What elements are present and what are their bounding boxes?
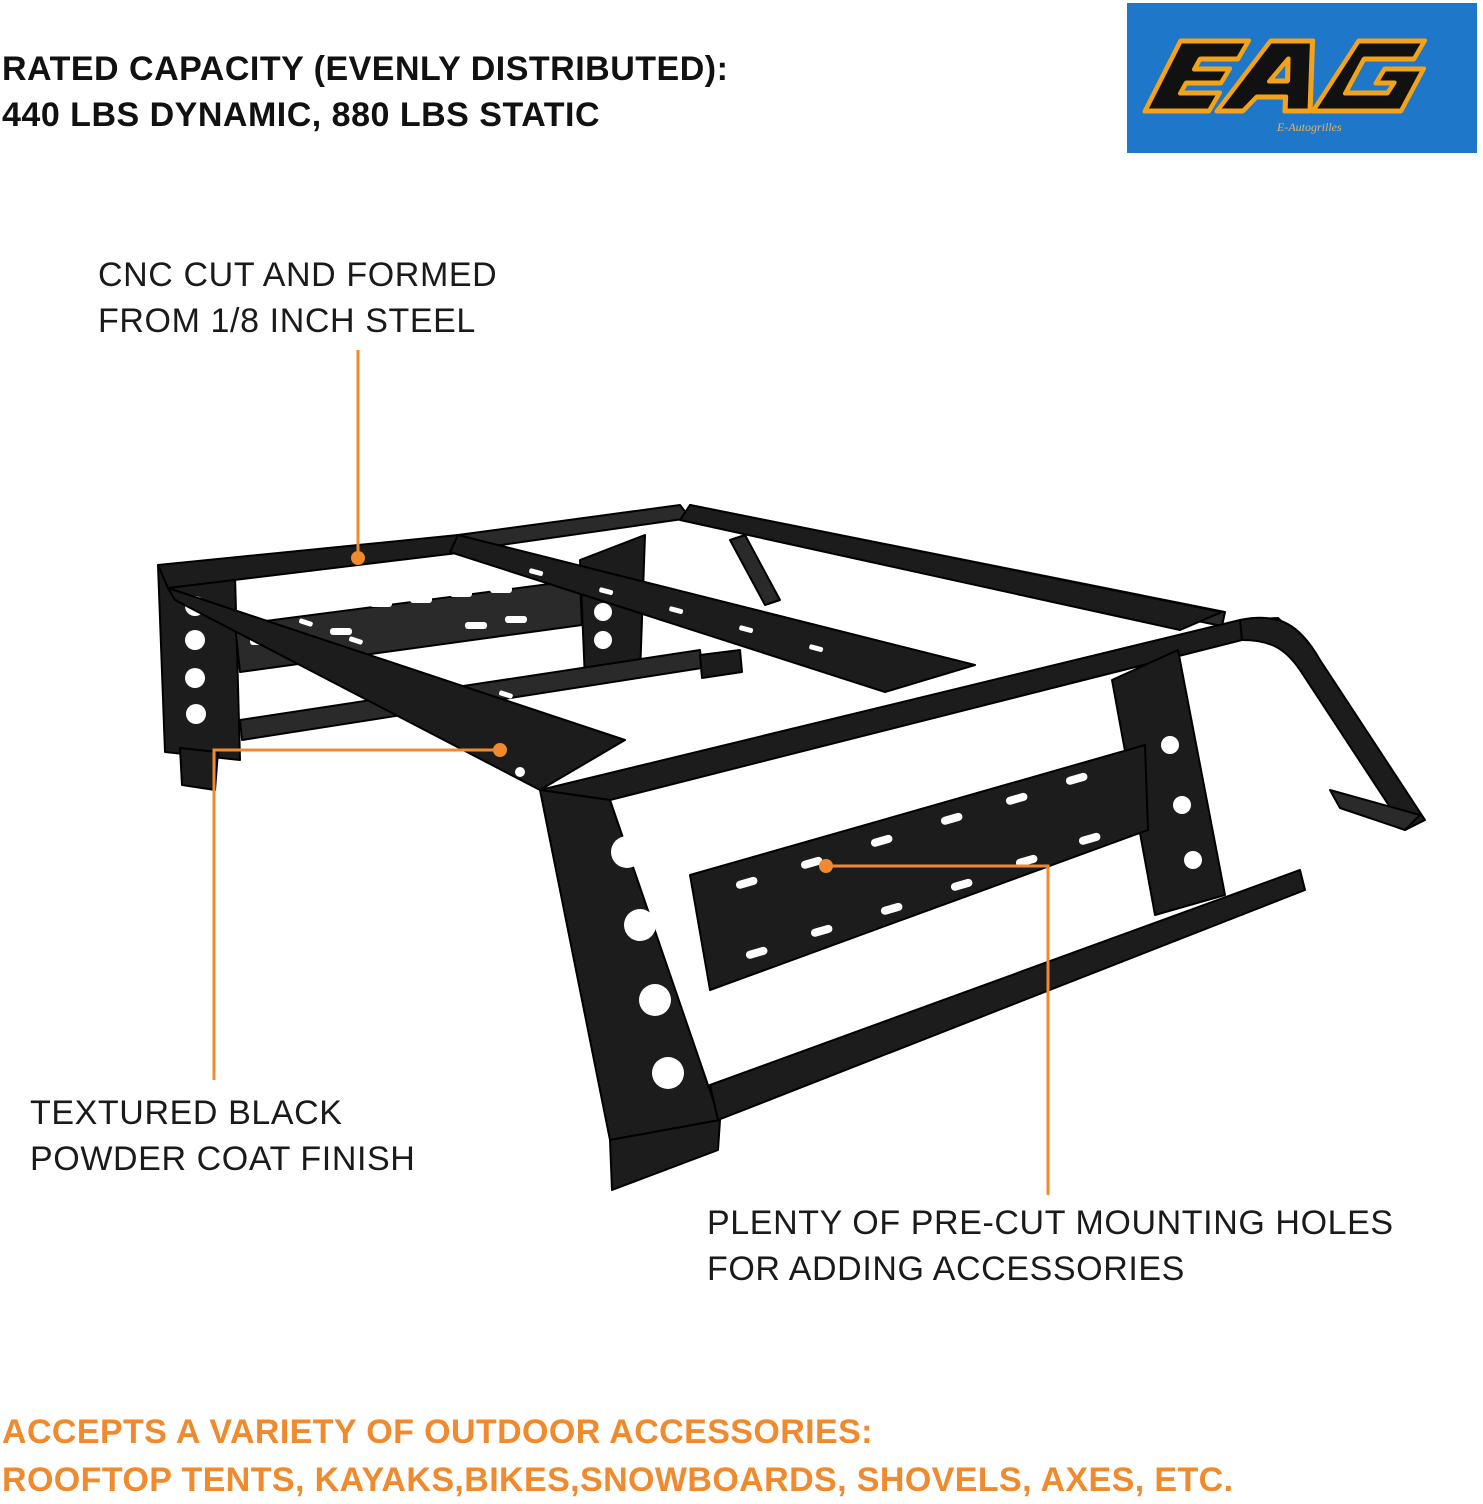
callout-holes-line1: PLENTY OF PRE-CUT MOUNTING HOLES (707, 1204, 1394, 1242)
front-right-post (1111, 649, 1226, 916)
eag-logo: E-Autogrilles (1127, 3, 1477, 153)
front-bottom-rail (709, 869, 1306, 1121)
capacity-heading-line1: RATED CAPACITY (EVENLY DISTRIBUTED): (2, 50, 729, 88)
accessories-footer: ACCEPTS A VARIETY OF OUTDOOR ACCESSORIES… (2, 1408, 1233, 1504)
callout-leaders (212, 350, 1050, 1195)
footer-line2: ROOFTOP TENTS, KAYAKS,BIKES,SNOWBOARDS, … (2, 1461, 1234, 1499)
logo-letters (1142, 38, 1428, 114)
footer-line1: ACCEPTS A VARIETY OF OUTDOOR ACCESSORIES… (2, 1413, 873, 1451)
coat-leader-line (212, 748, 498, 1080)
callout-cnc-line1: CNC CUT AND FORMED (98, 256, 498, 294)
callout-mounting-holes: PLENTY OF PRE-CUT MOUNTING HOLES FOR ADD… (707, 1200, 1394, 1292)
callout-holes-line2: FOR ADDING ACCESSORIES (707, 1250, 1185, 1288)
callout-coat-line1: TEXTURED BLACK (30, 1094, 343, 1132)
center-crossbar (449, 534, 976, 693)
front-left-post (539, 789, 721, 1191)
callout-cnc-line2: FROM 1/8 INCH STEEL (98, 302, 476, 340)
logo-tagline: E-Autogrilles (1276, 120, 1342, 134)
callout-powder-coat: TEXTURED BLACK POWDER COAT FINISH (30, 1090, 415, 1182)
callout-coat-line2: POWDER COAT FINISH (30, 1140, 416, 1178)
capacity-heading: RATED CAPACITY (EVENLY DISTRIBUTED): 440… (2, 46, 728, 138)
holes-leader-line (826, 864, 1050, 1195)
capacity-heading-line2: 440 LBS DYNAMIC, 880 LBS STATIC (2, 96, 601, 134)
right-side-rail (679, 504, 1223, 631)
rear-diagonal-brace (729, 534, 781, 606)
holes-leader-dot (819, 859, 833, 873)
cnc-leader-dot (351, 551, 365, 565)
callout-cnc-steel: CNC CUT AND FORMED FROM 1/8 INCH STEEL (98, 252, 497, 344)
coat-leader-dot (493, 743, 507, 757)
